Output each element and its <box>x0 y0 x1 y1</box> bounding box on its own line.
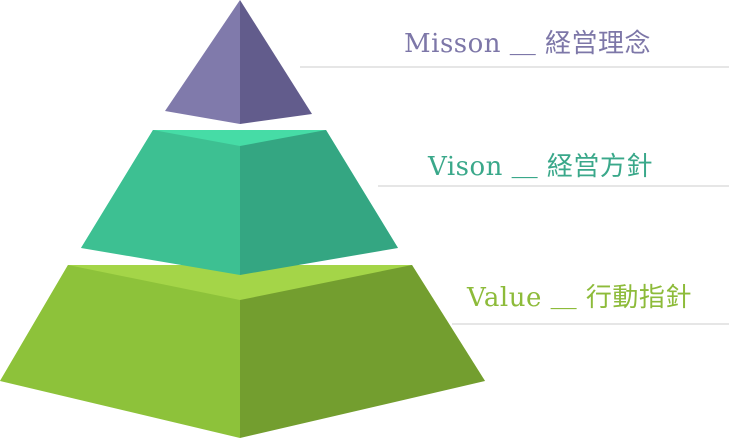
vision-tier-right-face <box>240 130 398 275</box>
value-tier-right-face <box>240 265 485 438</box>
value-label: Value ＿ 行動指針 <box>466 283 692 313</box>
mission-tier-right-face <box>240 0 312 124</box>
pyramid-tier-vision <box>81 130 398 275</box>
value-tier-left-face <box>0 265 240 438</box>
vision-tier-left-face <box>81 130 240 275</box>
mission-label: Misson ＿ 経営理念 <box>404 29 651 59</box>
pyramid-tier-mission <box>165 0 312 124</box>
vision-label: Vison ＿ 経営方針 <box>427 152 653 182</box>
mission-tier-left-face <box>165 0 240 124</box>
pyramid-tier-value <box>0 265 485 438</box>
